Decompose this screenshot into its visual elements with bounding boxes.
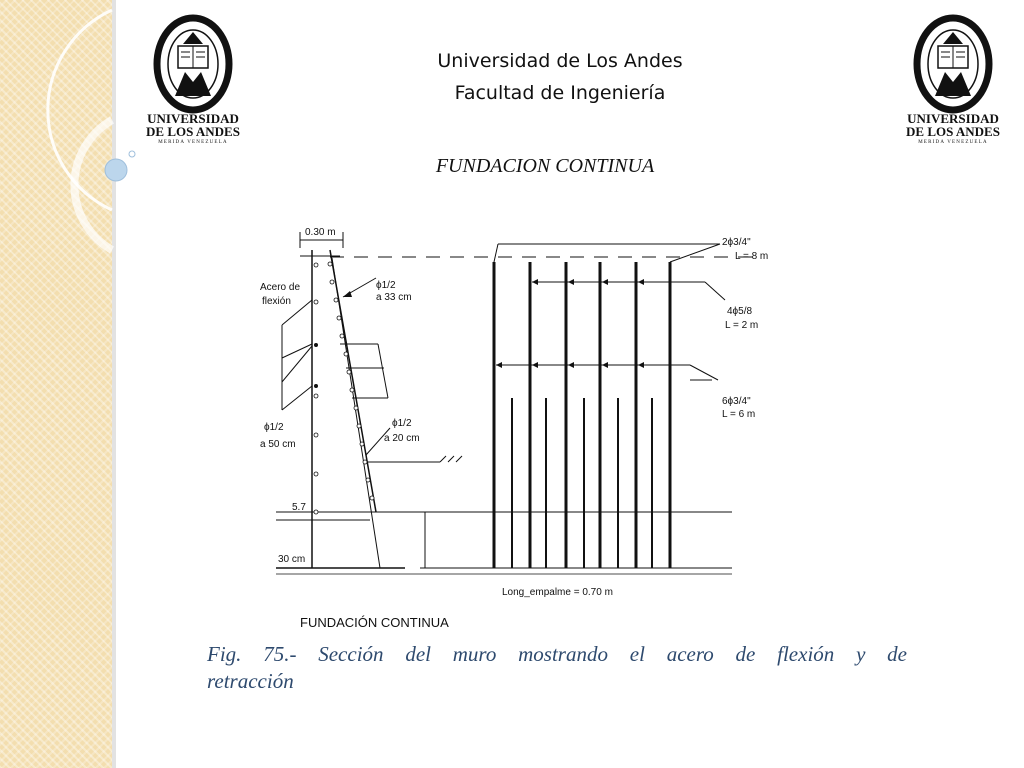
figure-caption-line1: Fig. 75.- Sección del muro mostrando el … bbox=[207, 642, 907, 666]
bar-c-label-1: ϕ1/2 bbox=[392, 418, 412, 429]
decor-arc-inner bbox=[70, 116, 115, 254]
bar-a-label-1: ϕ1/2 bbox=[376, 280, 396, 291]
bar-b-label-2: a 50 cm bbox=[260, 439, 296, 450]
bar-b-label-1: ϕ1/2 bbox=[264, 422, 284, 433]
decor-arc-outer bbox=[46, 8, 113, 212]
level-label-2: 30 cm bbox=[278, 554, 305, 565]
bar-e-label-1: 4ϕ5/8 bbox=[727, 306, 753, 317]
inclined-rebar bbox=[331, 257, 381, 569]
splice-length-label: Long_empalme = 0.70 m bbox=[502, 587, 613, 598]
header-faculty: Facultad de Ingeniería bbox=[454, 82, 666, 104]
university-seal-icon bbox=[913, 14, 993, 114]
university-logo-left: UNIVERSIDAD DE LOS ANDES MERIDA VENEZUEL… bbox=[145, 10, 241, 160]
sidebar-edge bbox=[112, 0, 116, 768]
bar-e-label-2: L = 2 m bbox=[725, 320, 758, 331]
decor-small-bubble bbox=[128, 150, 136, 158]
figure-caption-line2: retracción bbox=[207, 669, 294, 693]
bar-d-label-1: 2ϕ3/4" bbox=[722, 237, 751, 248]
logo-name-line1: UNIVERSIDAD bbox=[907, 111, 999, 126]
university-seal-icon bbox=[153, 14, 233, 114]
figure-caption: Fig. 75.- Sección del muro mostrando el … bbox=[207, 641, 907, 695]
logo-location: MERIDA VENEZUELA bbox=[918, 140, 988, 145]
bar-a-label-2: a 33 cm bbox=[376, 292, 412, 303]
flexion-label-1: Acero de bbox=[260, 282, 300, 293]
bar-f-label-2: L = 6 m bbox=[722, 409, 755, 420]
decorative-circles bbox=[46, 8, 136, 254]
bar-d-label-2: L = 8 m bbox=[735, 251, 768, 262]
level-label-1: 5.7 bbox=[292, 502, 306, 513]
header-university: Universidad de Los Andes bbox=[437, 50, 683, 72]
diagram-subtitle: FUNDACIÓN CONTINUA bbox=[300, 615, 449, 630]
logo-name-line1: UNIVERSIDAD bbox=[147, 111, 239, 126]
page-title: FUNDACION CONTINUA bbox=[435, 155, 655, 177]
flexion-label-2: flexión bbox=[262, 296, 291, 307]
logo-name-line2: DE LOS ANDES bbox=[146, 124, 240, 139]
bar-c-label-2: a 20 cm bbox=[384, 433, 420, 444]
decor-bubble bbox=[104, 158, 128, 182]
university-logo-right: UNIVERSIDAD DE LOS ANDES MERIDA VENEZUEL… bbox=[905, 10, 1001, 160]
logo-location: MERIDA VENEZUELA bbox=[158, 140, 228, 145]
bar-f-label-1: 6ϕ3/4" bbox=[722, 396, 751, 407]
width-label: 0.30 m bbox=[305, 227, 336, 238]
logo-name-line2: DE LOS ANDES bbox=[906, 124, 1000, 139]
